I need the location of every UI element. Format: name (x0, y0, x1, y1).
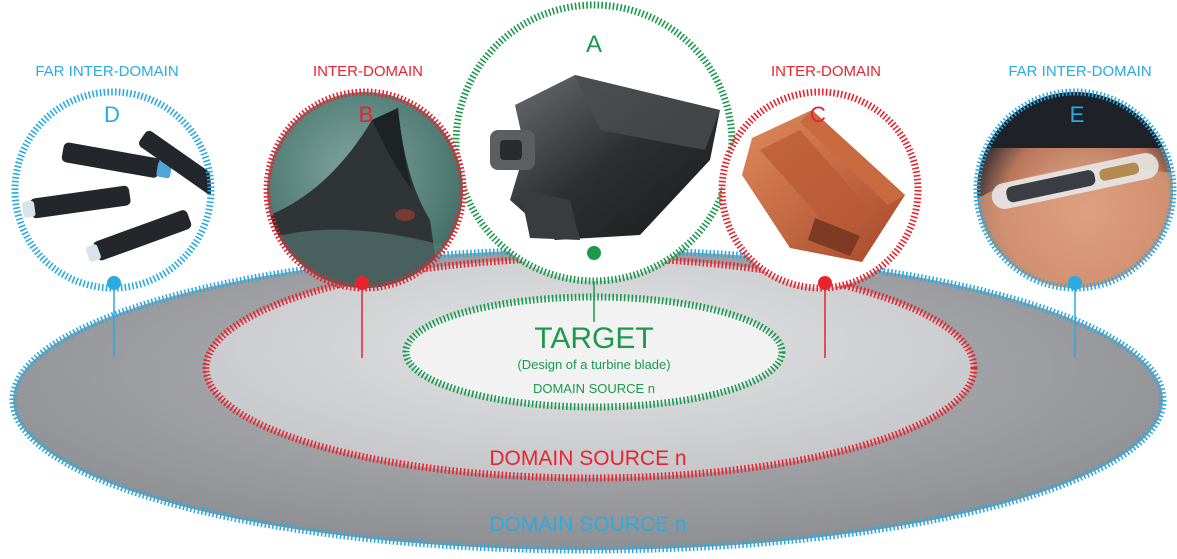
target-subtitle: (Design of a turbine blade) (517, 357, 670, 372)
microchip-implant-image (977, 92, 1173, 288)
node-a-dot (587, 246, 601, 260)
node-d-dot (107, 276, 121, 290)
roof-tile-image (742, 110, 905, 262)
target-title: TARGET (534, 322, 653, 355)
node-d: D FAR INTER-DOMAIN (11, 63, 215, 292)
node-e: E FAR INTER-DOMAIN (973, 63, 1177, 292)
middle-domain-label: DOMAIN SOURCE n (489, 447, 686, 470)
node-c-heading: INTER-DOMAIN (771, 63, 881, 80)
node-c-letter: C (810, 102, 826, 127)
node-b: B INTER-DOMAIN (263, 63, 467, 292)
inner-domain-label: DOMAIN SOURCE n (533, 381, 655, 396)
node-e-dot (1068, 276, 1082, 290)
outer-domain-label: DOMAIN SOURCE n (489, 513, 686, 536)
node-a-letter: A (586, 31, 602, 58)
node-c-dot (818, 276, 832, 290)
node-b-heading: INTER-DOMAIN (313, 63, 423, 80)
node-a: A (452, 1, 736, 285)
connectors (113, 253, 1076, 358)
node-e-heading: FAR INTER-DOMAIN (1008, 63, 1151, 80)
node-c: C INTER-DOMAIN (718, 63, 922, 292)
node-d-heading: FAR INTER-DOMAIN (35, 63, 178, 80)
node-b-letter: B (359, 102, 374, 127)
node-e-letter: E (1070, 102, 1085, 127)
node-d-letter: D (104, 102, 120, 127)
node-b-dot (355, 276, 369, 290)
ink-cartridges-image (22, 130, 211, 262)
turbine-blade-image (490, 75, 720, 240)
